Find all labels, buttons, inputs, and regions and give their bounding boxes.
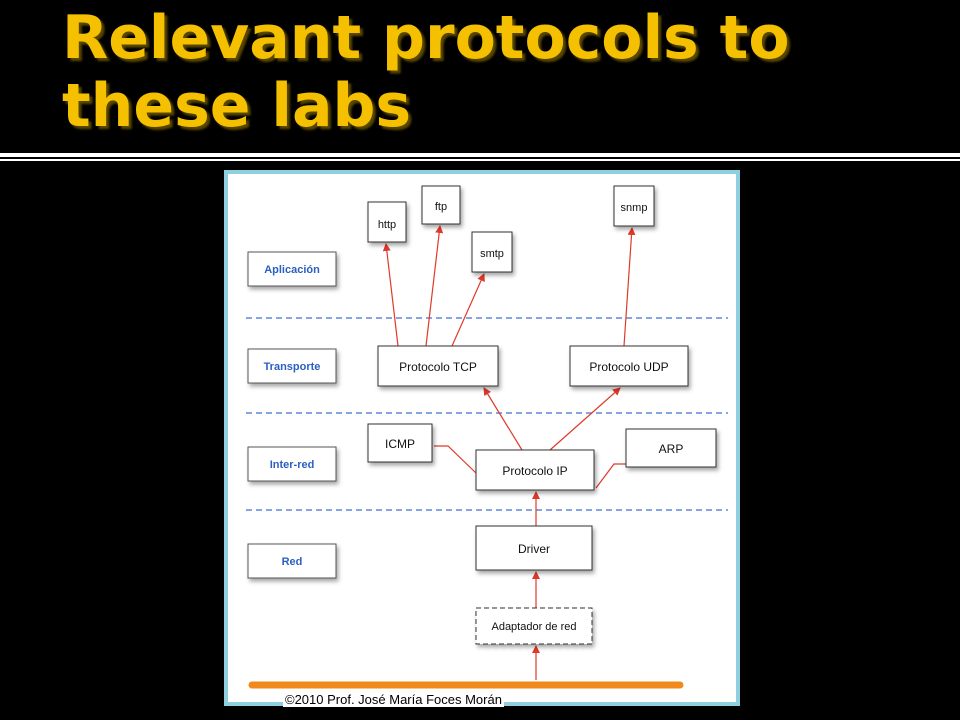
label-snmp: snmp [621,202,648,214]
arrow-ip-arp [595,463,626,489]
arrow-tcp-http [382,243,399,347]
layer-label-red: Red [282,556,303,568]
footer-credit: ©2010 Prof. José María Foces Morán [283,692,504,707]
label-http: http [378,219,396,231]
label-driver: Driver [518,542,550,556]
label-ip: Protocolo IP [502,464,567,478]
layer-label-transporte: Transporte [264,361,321,373]
layer-aplicacion: Aplicación [247,251,337,287]
layer-transporte: Transporte [247,348,337,384]
box-udp: Protocolo UDP [569,345,689,387]
label-tcp: Protocolo TCP [399,360,477,374]
box-ip: Protocolo IP [475,449,595,491]
box-tcp: Protocolo TCP [377,345,499,387]
label-udp: Protocolo UDP [589,360,668,374]
label-adaptador: Adaptador de red [491,621,576,633]
label-arp: ARP [659,442,684,456]
arrow-tcp-ftp [425,225,444,347]
box-icmp: ICMP [367,423,433,463]
label-icmp: ICMP [385,437,415,451]
arrow-udp-snmp [623,227,636,347]
protocol-stack-diagram: Aplicación Transporte Inter-red Red [224,170,740,706]
layer-label-aplicacion: Aplicación [264,264,320,276]
box-arp: ARP [625,428,717,468]
arrow-ip-icmp [434,445,477,474]
label-smtp: smtp [480,248,504,260]
layer-red: Red [247,543,337,579]
box-http: http [367,201,407,243]
box-driver: Driver [475,525,593,571]
title-divider [0,153,960,157]
arrow-ip-udp [549,387,621,451]
arrows [382,225,636,680]
arrow-tcp-smtp [451,273,485,347]
title-bar: Relevant protocols to these labs [0,0,960,152]
box-adaptador: Adaptador de red [475,607,593,645]
title-divider-thin [0,159,960,161]
arrow-ip-tcp [483,387,523,451]
box-ftp: ftp [421,185,461,225]
layer-inter-red: Inter-red [247,446,337,482]
layer-label-inter-red: Inter-red [270,459,315,471]
label-ftp: ftp [435,201,447,213]
box-snmp: snmp [613,185,655,227]
slide-title: Relevant protocols to these labs [62,3,790,141]
box-smtp: smtp [471,231,513,273]
